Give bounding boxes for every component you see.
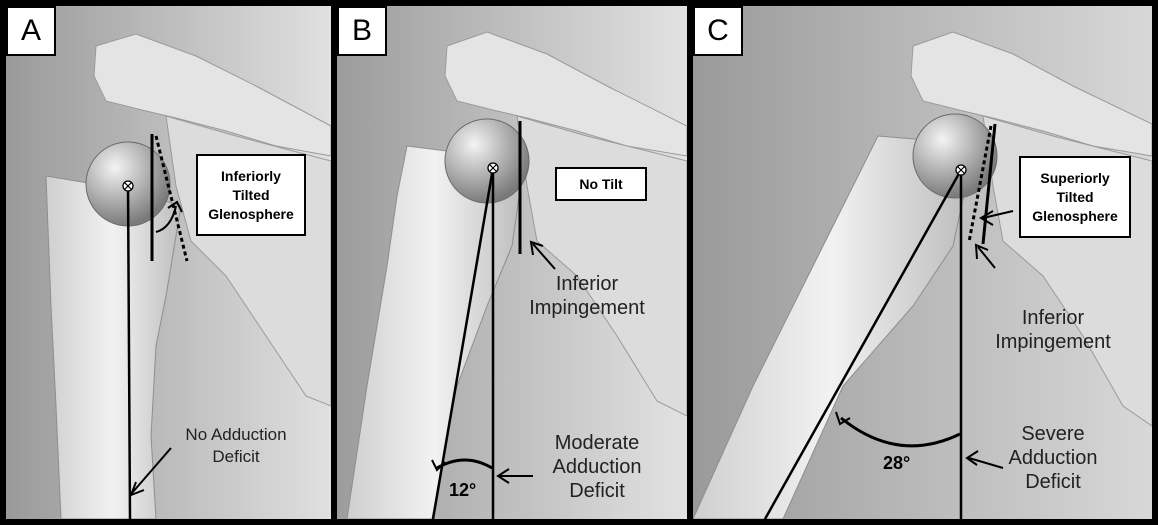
angle-label: 28° xyxy=(883,453,910,474)
callout-line: Glenosphere xyxy=(1032,207,1118,226)
panel-label-c: C xyxy=(693,6,743,56)
panel-c: C Superiorly Tilted Glenosphere Inferior… xyxy=(693,6,1152,519)
adduction-note: Severe Adduction Deficit xyxy=(993,422,1113,494)
panel-label-b: B xyxy=(337,6,387,56)
tilt-callout: No Tilt xyxy=(555,167,647,201)
angle-label: 12° xyxy=(449,480,476,501)
panel-label-a: A xyxy=(6,6,56,56)
callout-line: Glenosphere xyxy=(208,205,294,224)
panel-b: B No Tilt Inferior Impingement Moderate … xyxy=(337,6,687,519)
impingement-note: Inferior Impingement xyxy=(988,306,1118,354)
panel-a: A Inferiorly Tilted Glenosphere No Adduc… xyxy=(6,6,331,519)
impingement-note: Inferior Impingement xyxy=(517,272,657,320)
callout-line: Tilted xyxy=(1056,188,1093,207)
adduction-note: Moderate Adduction Deficit xyxy=(532,431,662,503)
no-adduction-note: No Adduction Deficit xyxy=(166,424,306,468)
callout-line: Superiorly xyxy=(1040,169,1109,188)
tilt-callout: Superiorly Tilted Glenosphere xyxy=(1019,156,1131,238)
callout-line: Inferiorly xyxy=(221,167,281,186)
glenosphere-ball xyxy=(445,119,529,203)
callout-line: Tilted xyxy=(232,186,269,205)
tilt-callout: Inferiorly Tilted Glenosphere xyxy=(196,154,306,236)
